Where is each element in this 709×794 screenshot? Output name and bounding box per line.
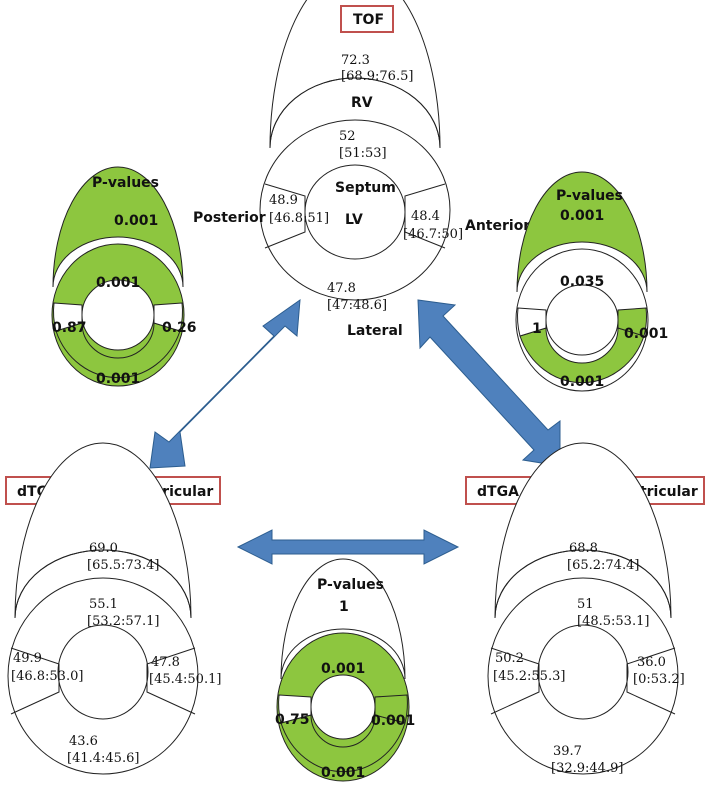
pvalues-bottom: P-values 1 0.001 0.75 0.001 0.001 <box>275 558 415 782</box>
dtga-novsd-bullseye: 68.8 [65.2:74.4] 51 [48.5:53.1] 50.2 [45… <box>487 442 685 776</box>
dtga-novsd-lateral-value: 39.7 <box>553 744 582 759</box>
tof-rv-label: RV <box>351 95 373 111</box>
dtga-vsd-lateral-value: 43.6 <box>69 734 98 749</box>
pvalues-left-title: P-values <box>92 175 159 191</box>
pvalues-right-title: P-values <box>556 188 623 204</box>
dtga-novsd-rv-value: 68.8 <box>569 541 598 556</box>
dtga-vsd-posterior-segment <box>10 647 60 715</box>
dtga-novsd-rv-ci: [65.2:74.4] <box>567 558 639 573</box>
pvalues-left-posterior-value: 0.87 <box>52 320 87 336</box>
pvalues-right-septum-value: 0.035 <box>560 274 604 290</box>
arrow-tof-dtga-vsd <box>149 298 301 469</box>
pvalues-bottom-rv-segment <box>280 558 406 680</box>
pvalues-right-lateral-value: 0.001 <box>560 374 604 390</box>
dtga-vsd-anterior-ci: [45.4:50.1] <box>149 672 221 687</box>
tof-posterior-ci: [46.8:51] <box>269 211 329 226</box>
dtga-vsd-anterior-segment <box>146 647 196 715</box>
pvalues-bottom-posterior-value: 0.75 <box>275 712 310 728</box>
dtga-novsd-posterior-segment <box>490 647 540 715</box>
tof-bullseye: 72.3 [68.9:76.5] RV 52 [51:53] Septum LV… <box>193 0 530 339</box>
dtga-vsd-posterior-ci: [46.8:53.0] <box>11 669 83 684</box>
tof-lateral-label: Lateral <box>347 323 403 339</box>
dtga-novsd-posterior-value: 50.2 <box>495 651 524 666</box>
pvalues-left-anterior-value: 0.26 <box>162 320 197 336</box>
dtga-novsd-septum-value: 51 <box>577 597 594 612</box>
dtga-novsd-lateral-ci: [32.9:44.9] <box>551 761 623 776</box>
dtga-vsd-bullseye: 69.0 [65.5:73.4] 55.1 [53.2:57.1] 49.9 [… <box>7 442 221 775</box>
dtga-vsd-rv-value: 69.0 <box>89 541 118 556</box>
pvalues-left-septum-value: 0.001 <box>96 275 140 291</box>
arrow-dtga-vsd-novsd <box>236 529 460 565</box>
pvalues-left-rv-value: 0.001 <box>114 213 158 229</box>
tof-title: TOF <box>353 12 384 28</box>
dtga-novsd-anterior-ci: [0:53.2] <box>633 672 685 687</box>
pvalues-bottom-lateral-value: 0.001 <box>321 765 365 781</box>
dtga-novsd-septum-ci: [48.5:53.1] <box>577 614 649 629</box>
tof-anterior-segment <box>404 183 446 249</box>
tof-rv-value: 72.3 <box>341 53 370 68</box>
pvalues-bottom-septum-value: 0.001 <box>321 661 365 677</box>
pvalues-right-posterior-value: 1 <box>532 321 542 337</box>
tof-lateral-ci: [47:48.6] <box>327 298 387 313</box>
tof-lv-label: LV <box>345 212 363 228</box>
dtga-vsd-lateral-ci: [41.4:45.6] <box>67 751 139 766</box>
tof-lateral-value: 47.8 <box>327 281 356 296</box>
tof-posterior-value: 48.9 <box>269 193 298 208</box>
arrows <box>149 298 561 565</box>
pvalues-right: P-values 0.001 0.035 1 0.001 0.001 <box>515 171 668 392</box>
tof-anterior-ci: [46.7:50] <box>403 227 463 242</box>
pvalues-bottom-anterior-value: 0.001 <box>371 713 415 729</box>
pvalues-right-rv-segment <box>516 171 648 293</box>
tof-posterior-label: Posterior <box>193 210 266 226</box>
dtga-vsd-rv-ci: [65.5:73.4] <box>87 558 159 573</box>
pvalues-right-anterior-value: 0.001 <box>624 326 668 342</box>
tof-rv-ci: [68.9:76.5] <box>341 69 413 84</box>
dtga-novsd-anterior-value: 36.0 <box>637 655 666 670</box>
pvalues-right-rv-value: 0.001 <box>560 208 604 224</box>
dtga-vsd-septum-value: 55.1 <box>89 597 118 612</box>
pvalues-left-rv-segment <box>52 166 184 288</box>
dtga-novsd-posterior-ci: [45.2:55.3] <box>493 669 565 684</box>
pvalues-bottom-title: P-values <box>317 577 384 593</box>
tof-posterior-segment <box>264 183 306 249</box>
dtga-vsd-posterior-value: 49.9 <box>13 651 42 666</box>
tof-septum-value: 52 <box>339 129 356 144</box>
dtga-vsd-septum-ci: [53.2:57.1] <box>87 614 159 629</box>
tof-septum-ci: [51:53] <box>339 146 387 161</box>
pvalues-left: P-values 0.001 0.001 0.87 0.26 0.001 <box>51 166 197 387</box>
pvalues-left-lateral-value: 0.001 <box>96 371 140 387</box>
dtga-vsd-anterior-value: 47.8 <box>151 655 180 670</box>
pvalues-bottom-rv-value: 1 <box>339 599 349 615</box>
tof-anterior-value: 48.4 <box>411 209 440 224</box>
tof-septum-label: Septum <box>335 180 396 196</box>
dtga-novsd-anterior-segment <box>626 647 676 715</box>
tof-anterior-label: Anterior <box>465 218 530 234</box>
tof-title-box <box>340 5 394 33</box>
